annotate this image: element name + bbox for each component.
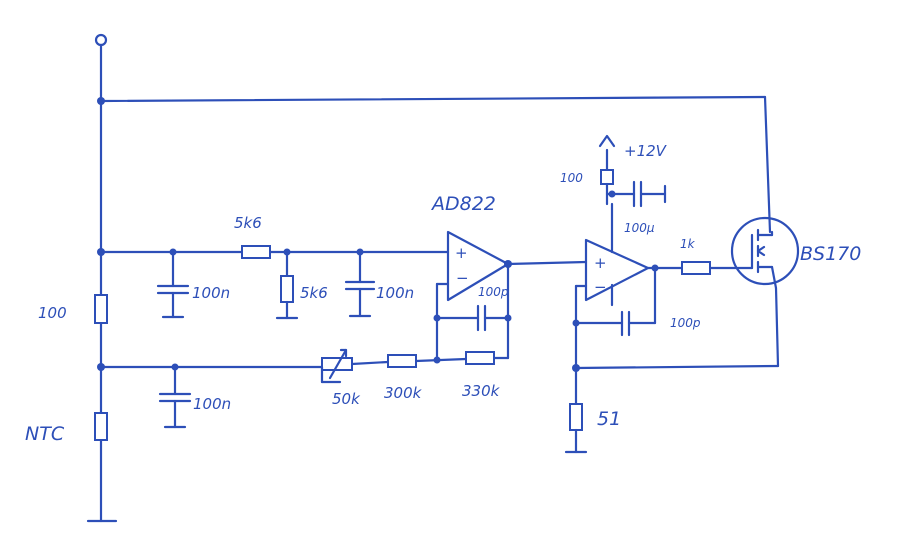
resistor-1k-gate: 1k [680, 237, 754, 275]
mosfet-bs170: BS170 [730, 216, 861, 290]
label-c-supply: 100µ [624, 221, 655, 235]
capacitor-c2: 100n [344, 250, 414, 318]
interstage-wire [506, 260, 588, 266]
supply-branch: +12V 100 100µ [560, 134, 668, 235]
label-c-feedback1: 100p [478, 285, 509, 299]
resistor-300k: 300k [384, 354, 423, 402]
label-c-lower: 100n [193, 395, 231, 413]
opamp1-minus: − [456, 269, 469, 287]
resistor-330k: 330k [462, 351, 501, 400]
opamp2-minus: − [594, 278, 607, 296]
label-c2: 100n [376, 284, 414, 302]
label-r-gate: 1k [680, 237, 696, 251]
resistor-5k6-shunt: 5k6 [275, 250, 328, 320]
label-r-330k: 330k [462, 382, 501, 400]
opamp-ad822: + − AD822 100p [430, 193, 510, 362]
left-rail [86, 33, 118, 523]
capacitor-c1: 100n [156, 250, 230, 319]
label-pot: 50k [332, 390, 361, 408]
label-r-series: 5k6 [234, 214, 262, 232]
label-supply: +12V [624, 142, 668, 160]
label-r-300k: 300k [384, 384, 423, 402]
lower-signal-line [99, 356, 510, 369]
ntc-thermistor: NTC [25, 412, 108, 445]
capacitor-c-lower: 100n [158, 365, 231, 429]
source-return-wire [574, 286, 780, 406]
opamp1-plus: + [455, 244, 468, 262]
resistor-5k6-series: 5k6 [234, 214, 271, 259]
resistor-100-left: 100 [38, 294, 108, 324]
potentiometer-50k: 50k [320, 348, 361, 408]
label-c1: 100n [192, 284, 230, 302]
label-r-sense: 51 [597, 408, 621, 430]
label-mosfet: BS170 [800, 243, 861, 265]
label-r-top-left: 100 [38, 304, 67, 322]
junction-dots [97, 97, 659, 372]
label-ntc: NTC [25, 423, 65, 445]
label-opamp1: AD822 [430, 193, 496, 215]
label-c-feedback2: 100p [670, 316, 701, 330]
label-r-supply: 100 [560, 171, 583, 185]
label-r-shunt: 5k6 [300, 284, 328, 302]
resistor-51-sense: 51 [564, 403, 621, 454]
capacitor-c-feedback2: 100p [574, 266, 701, 337]
top-wire [99, 95, 772, 234]
opamp2-plus: + [594, 254, 607, 272]
